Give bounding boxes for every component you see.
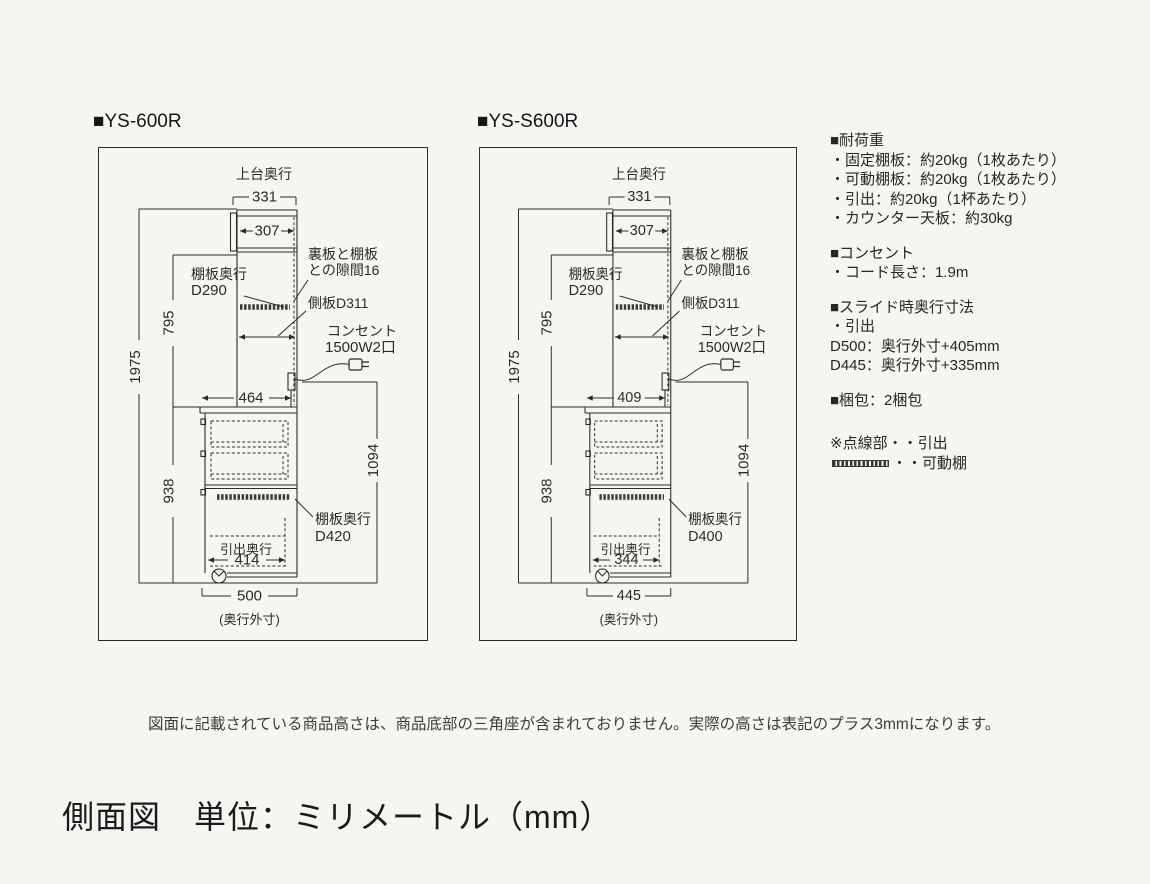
label-lower-shelf: 棚板奥行 [315,511,371,527]
plug-icon [348,358,369,371]
dim-height-lower: 938 [161,478,178,503]
dim-upper-shelf-depth: D290 [191,282,227,299]
label-outlet-2: 1500W2口 [698,340,766,356]
label-upper-shelf: 棚板奥行 [569,266,623,282]
spec-heading: ■耐荷重 [830,132,885,149]
leader-lines [243,279,350,518]
movable-shelves [599,304,665,500]
diagram-ys600r: 上台奥行 331 307 棚板奥行 D290 裏板と棚板 との隙間16 側板D3… [98,139,428,642]
label-gap-1: 裏板と棚板 [681,247,749,262]
diagram-title-yss600r: ■YS-S600R [477,111,579,132]
power-cord [294,363,350,381]
caster-icon [595,568,610,584]
spec-item: ・可動棚板：約20kg（1枚あたり） [830,171,1066,188]
spec-heading: ■梱包：2梱包 [830,391,923,409]
dim-lower-shelf-depth: D420 [315,528,351,545]
diagram-title-ys600r: ■YS-600R [93,111,182,132]
label-lower-shelf: 棚板奥行 [688,511,742,527]
dim-height-right: 1094 [365,444,382,477]
dim-upper-shelf-depth: D290 [569,283,604,299]
spec-item: D500：奥行外寸+405mm [830,337,1000,355]
legend: ※点線部・・引出 ・・可動棚 [830,434,1142,473]
dim-drawer-depth: 344 [614,552,638,568]
page-title: 側面図 単位：ミリメートル（mm） [62,799,613,835]
arrowheads [202,228,295,563]
label-drawer-depth: 引出奥行 [600,542,650,557]
dim-top-width: 331 [252,189,277,206]
label-side-panel: 側板D311 [308,295,369,311]
side-view-drawing-ys600r: 上台奥行 331 307 棚板奥行 D290 裏板と棚板 との隙間16 側板D3… [98,147,428,641]
label-outlet-1: コンセント [700,324,767,339]
dashed-drawers [210,217,295,567]
label-side-panel: 側板D311 [681,296,739,311]
dim-top-width: 331 [627,189,651,205]
spec-item: ・カウンター天板：約30kg [830,210,1013,227]
leader-lines [619,279,721,518]
dim-counter-depth: 409 [617,390,641,406]
label-outer-depth-note: (奥行外寸) [219,612,280,627]
dim-height-upper: 795 [161,310,178,335]
label-outlet-1: コンセント [327,323,397,339]
outlet-box [287,372,296,391]
label-top-depth: 上台奥行 [236,166,292,182]
dim-drawer-depth: 414 [234,552,259,569]
legend-shelf-line: ・・可動棚 [830,454,1142,474]
dashed-drawers [593,217,669,567]
spec-section-slide: ■スライド時奥行寸法 ・引出 D500：奥行外寸+405mm D445：奥行外寸… [830,298,1142,376]
caster-icon [211,568,227,584]
spec-panel: ■耐荷重 ・固定棚板：約20kg（1枚あたり） ・可動棚板：約20kg（1枚あた… [830,131,1142,473]
dim-outer-depth: 500 [237,588,262,605]
outlet-box [661,372,670,391]
dim-height-total: 1975 [127,350,144,383]
diagram-frame [98,147,428,641]
dim-height-right: 1094 [737,444,753,477]
label-drawer-depth: 引出奥行 [220,542,272,557]
hatch-pattern-icon [832,459,889,467]
side-view-drawing-yss600r: 上台奥行 331 307 棚板奥行 D290 裏板と棚板 との隙間16 側板D3… [479,147,797,641]
label-outlet-2: 1500W2口 [325,339,396,356]
label-gap-1: 裏板と棚板 [308,246,378,262]
spec-heading: ■スライド時奥行寸法 [830,298,975,316]
label-gap-2: との隙間16 [681,263,750,278]
spec-heading: ■コンセント [830,244,915,262]
dim-height-total: 1975 [507,350,523,383]
cabinet-outline [199,209,298,578]
diagram-yss600r: 上台奥行 331 307 棚板奥行 D290 裏板と棚板 との隙間16 側板D3… [479,139,797,642]
label-gap-2: との隙間16 [308,262,380,278]
spec-item: D445：奥行外寸+335mm [830,357,1000,374]
dim-inner-width: 307 [254,223,279,240]
dim-inner-width: 307 [630,223,654,239]
spec-section-packing: ■梱包：2梱包 [830,391,1142,411]
power-cord [668,363,721,381]
arrowheads [586,228,669,563]
label-upper-shelf: 棚板奥行 [191,266,247,282]
cabinet-outline [584,209,672,578]
spec-section-load: ■耐荷重 ・固定棚板：約20kg（1枚あたり） ・可動棚板：約20kg（1枚あた… [830,131,1142,229]
spec-item: ・コード長さ：1.9m [830,264,969,281]
label-top-depth: 上台奥行 [612,166,666,182]
dim-height-lower: 938 [540,478,556,503]
spec-section-outlet: ■コンセント ・コード長さ：1.9m [830,244,1142,283]
movable-shelves [217,304,290,500]
spec-item: ・引出：約20kg（1杯あたり） [830,190,1036,208]
label-outer-depth-note: (奥行外寸) [600,612,658,627]
dim-counter-depth: 464 [238,390,263,407]
diagram-frame [479,147,797,641]
legend-drawer-line: ※点線部・・引出 [830,435,948,452]
spec-item: ・固定棚板：約20kg（1枚あたり） [830,151,1066,169]
dim-height-upper: 795 [540,310,556,335]
plug-icon [720,358,741,371]
height-note: 図面に記載されている商品高さは、商品底部の三角座が含まれておりません。実際の高さ… [148,716,1001,733]
dim-lower-shelf-depth: D400 [688,529,723,545]
dim-outer-depth: 445 [617,588,641,604]
spec-item: ・引出 [830,318,876,335]
legend-shelf-label: ・・可動棚 [892,454,968,472]
